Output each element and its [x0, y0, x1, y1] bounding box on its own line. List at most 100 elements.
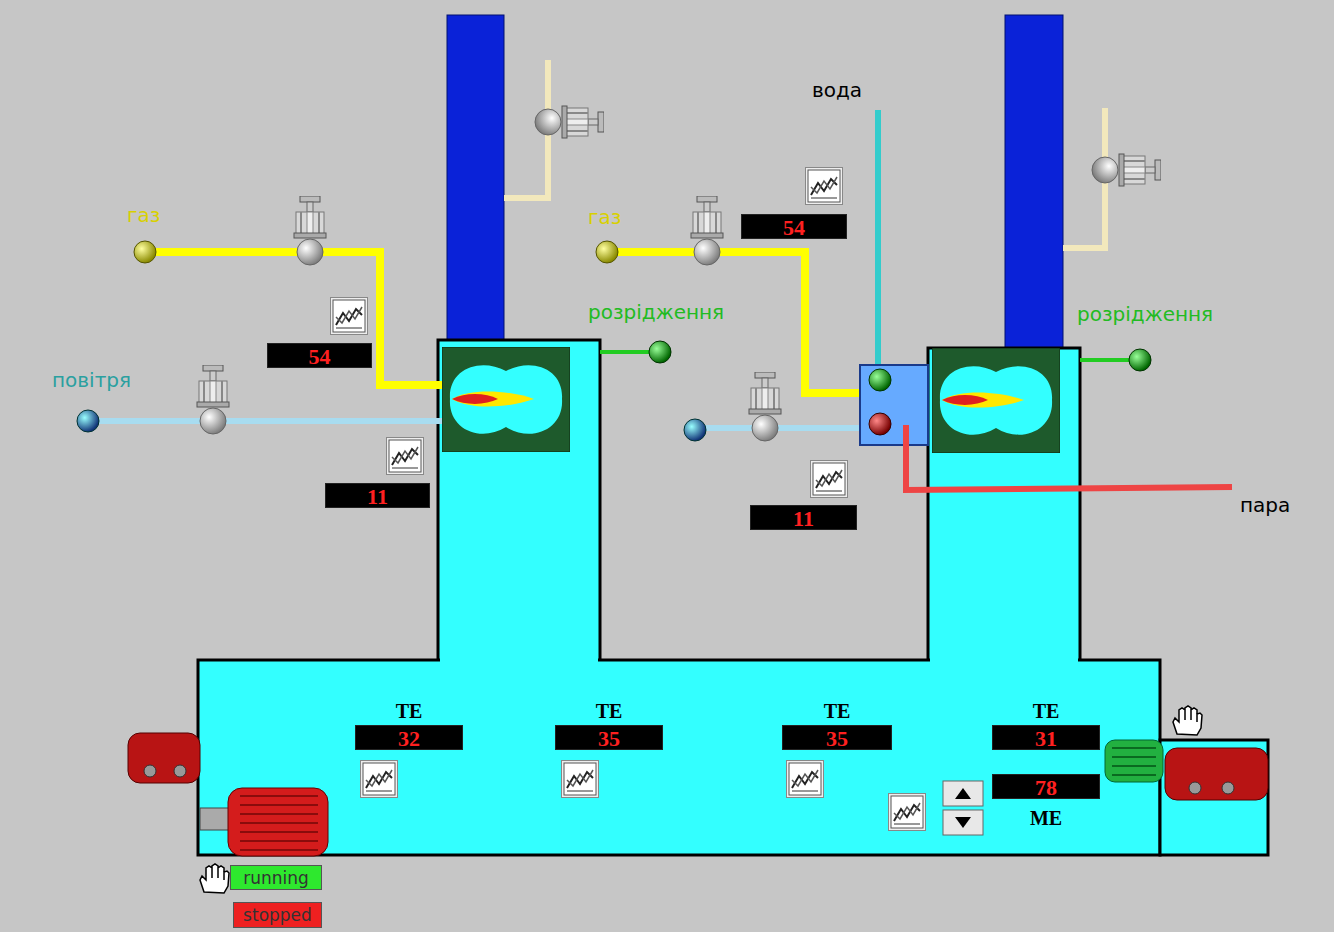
drive-motors [1112, 747, 1156, 749]
indicator-lamps [869, 369, 891, 435]
setpoint-buttons [943, 781, 983, 835]
gas-pipes [145, 252, 442, 385]
value-display: 11 [325, 483, 430, 508]
drive-motors [240, 804, 318, 806]
drive-motors [200, 808, 230, 830]
chimney-damper-pipes [504, 60, 1105, 248]
trend-buttons [811, 461, 848, 498]
control-valves [691, 196, 723, 265]
pipe-end-balls [77, 410, 99, 432]
setpoint-buttons [943, 781, 983, 806]
value-display: 54 [741, 214, 847, 239]
value-text: 54 [309, 344, 331, 369]
trend-buttons [361, 761, 398, 798]
trend-buttons [562, 761, 599, 798]
value-display: 35 [555, 725, 663, 750]
sensor-tag: TE [782, 698, 892, 724]
control-valves [749, 372, 781, 441]
drive-motors [240, 796, 318, 850]
stacks [1005, 15, 1063, 349]
hand-cursors [1173, 706, 1202, 735]
value-display: 31 [992, 725, 1100, 750]
motor-state-box: running [230, 865, 322, 890]
temperature-display: TE31 [992, 698, 1100, 750]
conveyors [144, 765, 156, 777]
temperature-display: TE35 [782, 698, 892, 750]
drive-motors [1112, 748, 1156, 775]
indicator-lamps [869, 413, 891, 435]
hand-cursors [200, 706, 1202, 893]
indicator-lamps [869, 369, 891, 391]
value-text: 35 [826, 726, 848, 751]
furnace-body [198, 655, 1268, 855]
sensor-tag: TE [555, 698, 663, 724]
furnace-body [440, 655, 598, 664]
conveyors [1165, 748, 1268, 800]
temperature-display: TE35 [555, 698, 663, 750]
line-label: розрідження [588, 300, 724, 324]
trend-buttons [806, 168, 843, 205]
control-valves [1092, 154, 1161, 186]
line-label: газ [588, 205, 621, 229]
furnace-chambers [438, 340, 600, 665]
burner-windows [932, 348, 1060, 453]
burner-windows [442, 347, 1060, 453]
trend-buttons [387, 438, 424, 475]
line-label: повітря [52, 368, 131, 392]
trend-buttons [787, 761, 824, 798]
setpoint-buttons [955, 788, 971, 799]
control-valves [535, 106, 604, 138]
motor-state-box: stopped [233, 902, 322, 928]
furnace-body [1160, 740, 1268, 855]
drive-motors [1112, 765, 1156, 767]
trend-buttons [889, 794, 926, 831]
value-display: 78 [992, 774, 1100, 799]
drive-motors [240, 840, 318, 842]
temperature-display: TE32 [355, 698, 463, 750]
control-valves [197, 365, 229, 434]
furnace-chambers [928, 348, 1080, 665]
sensor-tag: TE [355, 698, 463, 724]
stacks [447, 15, 504, 341]
furnace-body [198, 660, 1160, 855]
pipe-end-balls [596, 241, 618, 263]
drive-motors [1112, 774, 1156, 776]
furnace-body [930, 655, 1078, 664]
conveyors [1222, 782, 1234, 794]
furnace-chambers [438, 340, 1080, 665]
value-text: 31 [1035, 726, 1057, 751]
burner-windows [442, 347, 570, 452]
line-label: пара [1240, 493, 1290, 517]
boiler-drum [860, 365, 928, 445]
drive-motors [1105, 740, 1163, 782]
drive-motors [240, 813, 318, 815]
drive-motors [240, 849, 318, 851]
value-display: 35 [782, 725, 892, 750]
line-label: газ [127, 203, 160, 227]
pipe-end-balls [649, 341, 671, 363]
value-text: 54 [783, 215, 805, 240]
line-label: вода [812, 78, 862, 102]
value-display: 11 [750, 505, 857, 530]
air-pipes [88, 418, 442, 424]
setpoint-buttons [955, 817, 971, 828]
control-valves [294, 196, 326, 265]
hand-cursors [200, 864, 229, 893]
drive-motors [240, 795, 318, 797]
trend-buttons [331, 298, 368, 335]
value-text: 78 [1035, 775, 1057, 800]
value-text: 35 [598, 726, 620, 751]
water-pipe [875, 110, 881, 378]
drive-motors [240, 831, 318, 833]
line-label: розрідження [1077, 302, 1213, 326]
conveyors [174, 765, 186, 777]
drive-motors [1112, 756, 1156, 758]
value-display: 32 [355, 725, 463, 750]
speed-display: 78ME [992, 774, 1100, 831]
boiler-drum [860, 365, 928, 445]
state-text: stopped [243, 905, 312, 925]
state-text: running [243, 868, 309, 888]
sensor-tag: TE [992, 698, 1100, 724]
